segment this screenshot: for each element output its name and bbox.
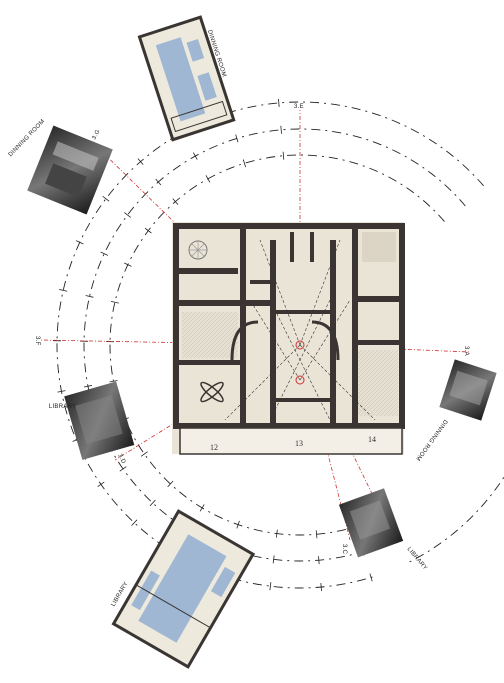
arc-tick <box>103 196 109 201</box>
room-number-14: 14 <box>368 435 376 444</box>
arc-tick <box>278 99 279 107</box>
arc-tick <box>200 504 204 511</box>
axis-label-3a: 3.A <box>463 346 469 356</box>
arc-tick <box>101 252 108 255</box>
plan-bottom: LIBRARY <box>103 505 253 667</box>
arc-tick <box>206 175 210 182</box>
plan-top: DINNING ROOM <box>139 15 240 140</box>
arc-tick <box>193 153 197 160</box>
arc-tick <box>98 482 105 487</box>
arc-tick <box>243 159 245 167</box>
arc-tick <box>283 152 284 160</box>
axis-label-3d: 3.D <box>116 453 126 465</box>
axis-label-3c: 3.C <box>341 544 347 555</box>
photo-dining-left-caption: DINNING ROOM <box>8 119 47 159</box>
floor-plan: 12 13 14 <box>172 222 404 454</box>
arc-tick <box>120 467 127 472</box>
room-number-13: 13 <box>295 439 303 448</box>
arc-tick <box>273 555 274 563</box>
arc-tick <box>276 530 277 538</box>
axis-label-3f: 3.F <box>34 336 40 346</box>
arc-tick <box>124 213 130 218</box>
arc-tick <box>270 582 271 590</box>
axis-label-3e: 3.E <box>294 104 304 110</box>
plan-room-topright <box>362 232 396 262</box>
arc-tick <box>318 556 319 564</box>
arc-tick <box>321 583 322 591</box>
arc-tick <box>86 296 94 298</box>
arc-tick <box>281 126 282 134</box>
axis-label-3g: 3.G <box>91 129 101 141</box>
photo-dining-left: DINNING ROOM <box>0 112 114 215</box>
arc-tick <box>145 228 151 233</box>
plan-room-right <box>358 350 398 416</box>
plan-room-left <box>182 312 238 358</box>
arc-tick <box>59 289 67 291</box>
photo-library-left-caption: LIBRARY <box>49 404 77 410</box>
arc-tick <box>124 263 131 266</box>
arc-tick <box>76 241 83 244</box>
arc-tick <box>111 301 119 303</box>
arc-tick <box>316 530 317 538</box>
arc-tick <box>141 452 148 457</box>
room-number-12: 12 <box>210 443 218 452</box>
